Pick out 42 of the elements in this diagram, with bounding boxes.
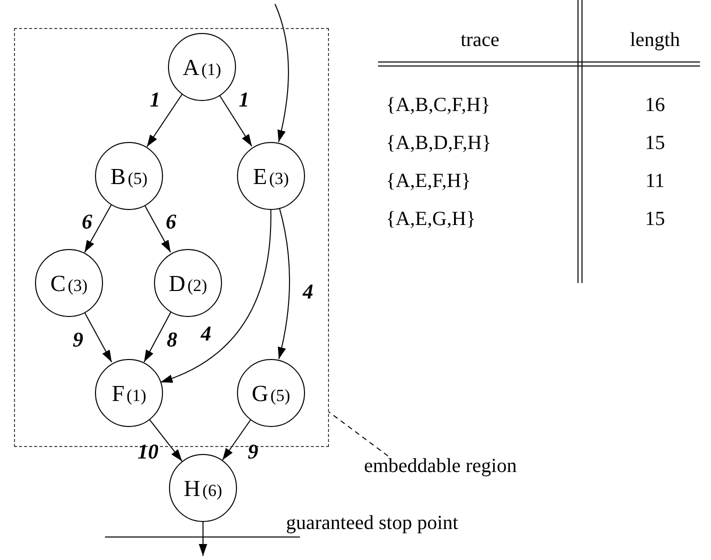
node-label: E(3): [253, 164, 289, 188]
edge-label: 8: [166, 330, 178, 350]
arrow: [146, 94, 183, 148]
edge-label: 1: [150, 90, 160, 110]
table-cell-text: {A,E,G,H}: [386, 209, 477, 229]
arrow: [274, 4, 289, 143]
edge-label: 9: [248, 442, 258, 462]
node-label: C(3): [50, 272, 88, 294]
edge-label: 6: [166, 212, 176, 232]
leader-line: [328, 412, 388, 456]
arrow: [84, 204, 112, 253]
edge-label: 6: [82, 212, 92, 232]
column-header: trace: [460, 30, 500, 50]
node-label: G(5): [252, 382, 290, 404]
arrow: [218, 94, 252, 147]
arrow: [144, 204, 172, 253]
edge-label: 4: [200, 324, 212, 344]
edge-label: 4: [302, 282, 314, 302]
table-cell-text: 11: [644, 171, 666, 191]
arrow: [160, 208, 272, 383]
arrow: [222, 419, 252, 461]
table-cell-text: {A,B,C,F,H}: [386, 95, 492, 115]
arrow: [144, 311, 172, 363]
arrow: [84, 311, 112, 363]
table-cell-text: {A,E,F,H}: [386, 171, 472, 191]
node-label: D(2): [168, 272, 208, 294]
arrow: [148, 418, 183, 462]
edge-label: 10: [138, 442, 158, 462]
node-label: A(1): [182, 56, 222, 78]
edge-label: 9: [72, 330, 84, 350]
table-cell-text: {A,B,D,F,H}: [386, 133, 492, 153]
table-cell-text: 15: [644, 133, 666, 153]
node-label: F(1): [112, 382, 146, 404]
column-header: length: [629, 30, 681, 50]
edge-label: 1: [238, 90, 250, 110]
table-cell-text: 15: [644, 209, 666, 229]
stop-point-label: guaranteed stop point: [286, 513, 458, 533]
arrow: [198, 522, 208, 556]
region-caption: embeddable region: [364, 456, 532, 482]
node-label: B(5): [110, 164, 148, 188]
node-label: H(6): [184, 476, 222, 500]
table-cell-text: 16: [644, 95, 666, 115]
